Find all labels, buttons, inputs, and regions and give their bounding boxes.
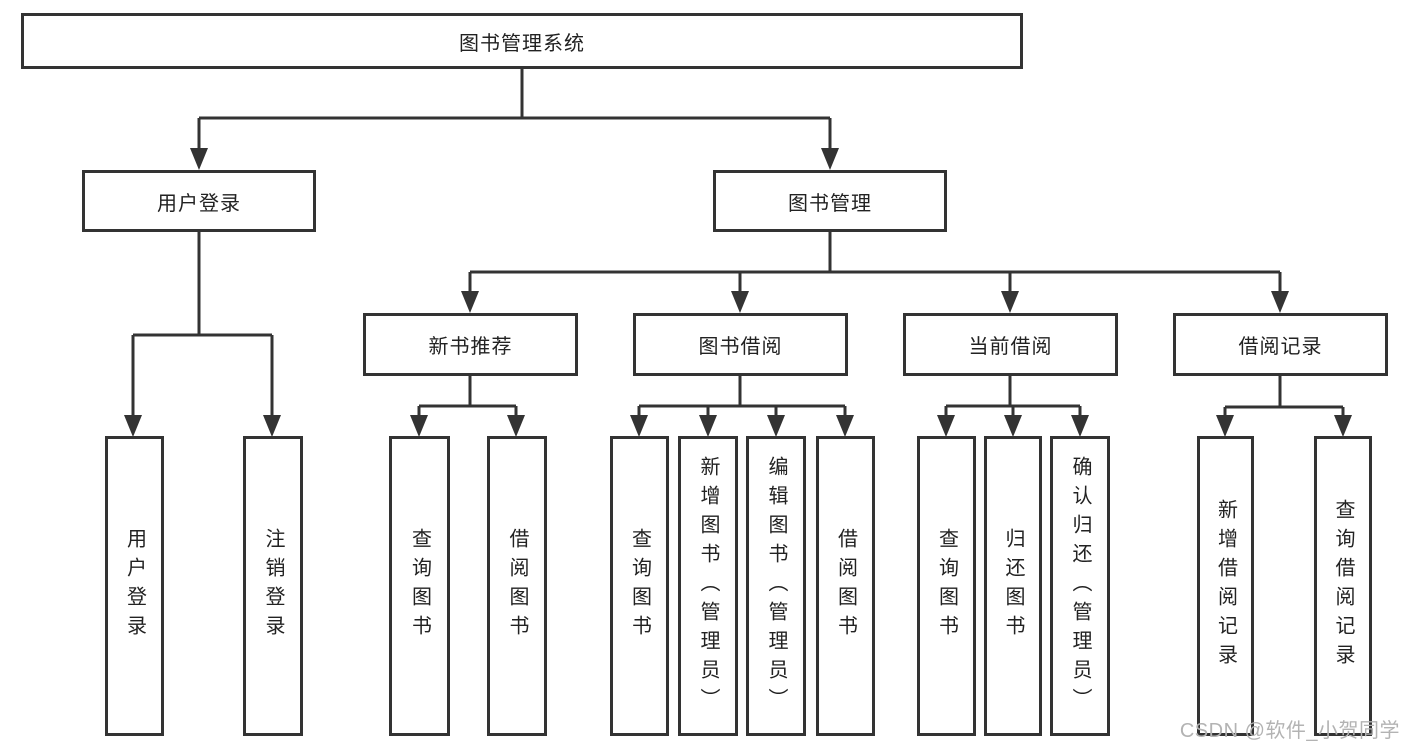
node-user-login: 用户登录: [82, 170, 316, 232]
leaf-label: 归还图书: [1002, 528, 1024, 644]
leaf-label: 新增图书（管理员）: [697, 455, 719, 717]
leaf-borrow-books: 借阅图书: [816, 436, 875, 736]
leaf-add-borrow-record: 新增借阅记录: [1197, 436, 1254, 736]
leaf-query-borrow-record: 查询借阅记录: [1314, 436, 1372, 736]
node-new-book-recommend: 新书推荐: [363, 313, 578, 376]
leaf-label: 借阅图书: [834, 528, 857, 644]
node-book-borrow: 图书借阅: [633, 313, 848, 376]
leaf-label: 用户登录: [123, 528, 146, 644]
node-label: 图书管理系统: [459, 32, 585, 55]
leaf-label: 查询图书: [935, 528, 958, 644]
leaf-label: 编辑图书（管理员）: [765, 455, 787, 717]
leaf-label: 查询图书: [408, 528, 431, 644]
node-label: 用户登录: [157, 192, 241, 215]
leaf-add-book-admin: 新增图书（管理员）: [678, 436, 738, 736]
leaf-label: 新增借阅记录: [1214, 499, 1237, 673]
leaf-query-books-borrow: 查询图书: [610, 436, 669, 736]
leaf-label: 注销登录: [262, 528, 284, 644]
node-label: 借阅记录: [1238, 336, 1323, 358]
node-root: 图书管理系统: [21, 13, 1023, 69]
node-current-borrow: 当前借阅: [903, 313, 1118, 376]
watermark: CSDN @软件_小贺同学: [1179, 720, 1400, 742]
leaf-label: 确认归还（管理员）: [1069, 455, 1091, 717]
leaf-logout: 注销登录: [243, 436, 303, 736]
leaf-label: 借阅图书: [506, 528, 528, 644]
leaf-label: 查询图书: [628, 528, 651, 644]
node-borrow-records: 借阅记录: [1173, 313, 1388, 376]
leaf-label: 查询借阅记录: [1332, 499, 1354, 673]
connector-segments: [131, 69, 1345, 419]
node-label: 图书管理: [788, 192, 872, 215]
leaf-query-books-recommend: 查询图书: [389, 436, 450, 736]
leaf-borrow-books-recommend: 借阅图书: [487, 436, 547, 736]
node-label: 新书推荐: [428, 336, 513, 358]
node-book-management: 图书管理: [713, 170, 947, 232]
leaf-user-login: 用户登录: [105, 436, 164, 736]
node-label: 当前借阅: [968, 336, 1053, 358]
leaf-confirm-return-admin: 确认归还（管理员）: [1050, 436, 1110, 736]
node-label: 图书借阅: [698, 336, 783, 358]
leaf-query-books-current: 查询图书: [917, 436, 976, 736]
arrowhead-icon: [124, 148, 1352, 437]
leaf-edit-book-admin: 编辑图书（管理员）: [746, 436, 806, 736]
leaf-return-books: 归还图书: [984, 436, 1042, 736]
